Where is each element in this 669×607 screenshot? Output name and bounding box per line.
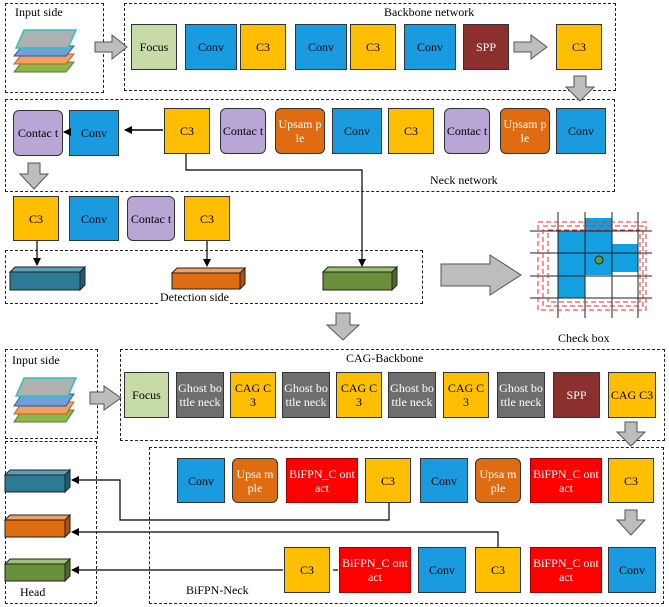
block-arrow-right-3 <box>440 254 522 296</box>
bottom-backbone-ghost-1: Ghost bottle neck <box>176 372 224 418</box>
bottom-input-image-stack-icon <box>13 377 78 423</box>
block-arrow-right-4 <box>89 385 122 411</box>
block-arrow-down-1 <box>564 75 596 102</box>
bottom-neck-conv-4: Conv <box>608 547 656 593</box>
bottom-neck-bifpn-1: BiFPN_C ontact <box>286 458 358 503</box>
bottom-neck-bifpn-4: BiFPN_C ontact <box>530 547 602 593</box>
top-neck-contact-3: Contac t <box>444 108 490 154</box>
top-neck-upsample-1: Upsam ple <box>275 108 325 154</box>
block-arrow-right-2 <box>513 34 548 60</box>
top-neck-c3-2: C3 <box>388 108 434 154</box>
block-arrow-down-4 <box>615 421 647 447</box>
block-arrow-down-2 <box>18 162 50 190</box>
top-backbone-c3-3: C3 <box>556 24 602 70</box>
detection-cuboid-3-icon <box>321 265 399 292</box>
top-backbone-conv-1: Conv <box>185 24 237 70</box>
head-cuboid-2-icon <box>3 513 72 539</box>
bottom-neck-c3-4: C3 <box>475 547 521 593</box>
bottom-backbone-ghost-2: Ghost bottle neck <box>282 372 330 418</box>
bottom-neck-upsample-2: Upsa mple <box>475 458 521 503</box>
detection-cuboid-2-icon <box>170 266 247 291</box>
top-neck-c3-4: C3 <box>184 196 230 241</box>
head-cuboid-1-icon <box>3 468 72 494</box>
top-detection-label: Detection side <box>160 290 229 304</box>
top-neck-contact-1: Contac t <box>13 110 63 156</box>
bottom-backbone-cagc3-2: CAG C3 <box>336 372 382 418</box>
bottom-input-label: Input side <box>12 353 60 367</box>
bottom-neck-bifpn-3: BiFPN_C ontact <box>339 547 411 593</box>
head-cuboid-3-icon <box>3 557 72 583</box>
bottom-neck-c3-1: C3 <box>365 458 411 503</box>
top-neck-c3-3: C3 <box>13 196 59 241</box>
bottom-backbone-label: CAG-Backbone <box>346 351 424 365</box>
bottom-neck-conv-2: Conv <box>420 458 468 503</box>
top-neck-c3-1: C3 <box>164 108 210 154</box>
block-arrow-down-3 <box>325 312 361 341</box>
block-arrow-right-1 <box>94 33 128 61</box>
top-neck-contact-2: Contac t <box>220 108 266 154</box>
bottom-neck-bifpn-2: BiFPN_C ontact <box>530 458 602 503</box>
top-backbone-c3-2: C3 <box>350 24 396 70</box>
bottom-backbone-focus: Focus <box>124 372 169 418</box>
bottom-neck-conv-1: Conv <box>177 458 225 503</box>
check-box-grid-icon <box>530 212 652 318</box>
bottom-backbone-cagc3-3: CAG C3 <box>443 372 489 418</box>
top-backbone-c3-1: C3 <box>240 24 286 70</box>
top-neck-section <box>5 99 615 192</box>
bottom-head-label: Head <box>20 585 46 599</box>
top-neck-label: Neck network <box>430 173 498 187</box>
top-input-label: Input side <box>15 5 63 19</box>
top-neck-contact-4: Contac t <box>127 196 175 241</box>
bottom-neck-c3-2: C3 <box>608 458 654 503</box>
top-input-image-stack-icon <box>12 29 78 73</box>
top-neck-conv-1: Conv <box>69 110 119 156</box>
bottom-backbone-ghost-4: Ghost bottle neck <box>497 372 545 418</box>
bottom-neck-conv-3: Conv <box>418 547 466 593</box>
top-backbone-label: Backbone network <box>384 5 475 19</box>
top-neck-conv-4: Conv <box>69 196 119 241</box>
bottom-backbone-section <box>120 349 665 441</box>
bottom-backbone-cagc3-4: CAG C3 <box>608 372 656 418</box>
bottom-neck-c3-3: C3 <box>284 547 330 593</box>
bottom-neck-upsample-1: Upsa mple <box>232 458 278 503</box>
bottom-neck-label: BiFPN-Neck <box>186 583 249 597</box>
top-neck-upsample-2: Upsam ple <box>500 108 550 154</box>
bottom-backbone-ghost-3: Ghost bottle neck <box>388 372 436 418</box>
top-backbone-conv-2: Conv <box>295 24 347 70</box>
detection-cuboid-1-icon <box>8 265 87 292</box>
top-neck-conv-3: Conv <box>556 108 606 154</box>
bottom-backbone-cagc3-1: CAG C3 <box>230 372 276 418</box>
top-neck-conv-2: Conv <box>332 108 382 154</box>
bottom-neck-section <box>149 447 664 604</box>
top-backbone-spp: SPP <box>463 24 509 70</box>
block-arrow-down-5 <box>615 509 647 536</box>
bottom-backbone-spp: SPP <box>553 372 600 418</box>
checkbox-label: Check box <box>558 331 610 345</box>
top-backbone-conv-3: Conv <box>404 24 456 70</box>
top-backbone-focus: Focus <box>131 24 177 70</box>
